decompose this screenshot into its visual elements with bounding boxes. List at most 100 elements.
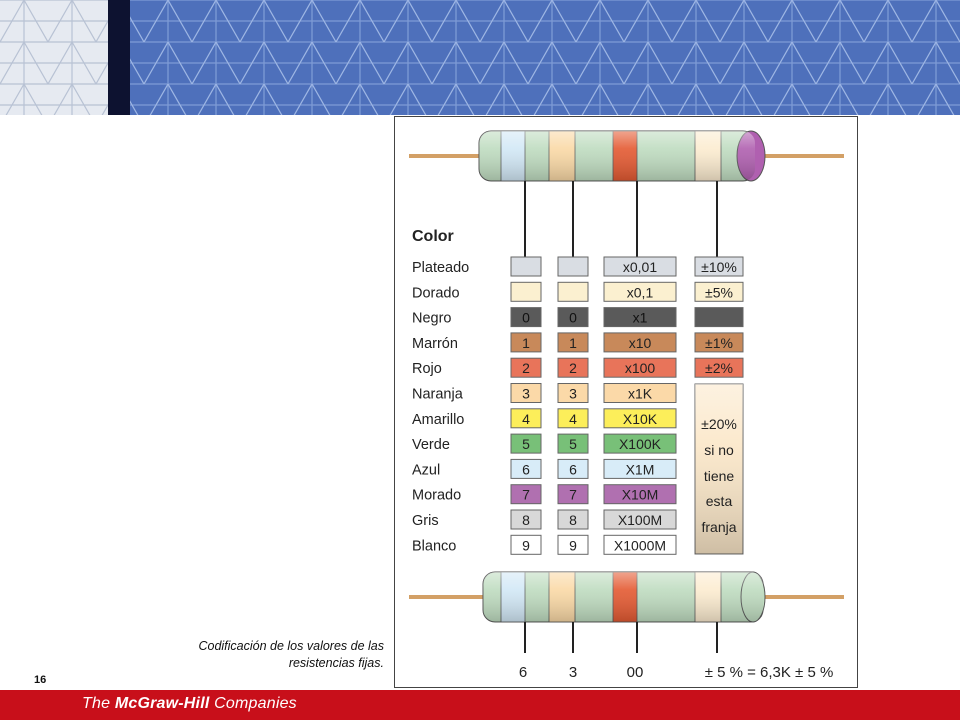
digit-1-box-label: 2: [522, 360, 530, 376]
no-band-tolerance-box: ±20% si no tiene esta franja: [694, 383, 744, 555]
digit-2-box-label: 1: [569, 335, 577, 351]
digit-1-box-label: 5: [522, 436, 530, 452]
multiplier-box: [603, 484, 677, 505]
digit-2-box: [557, 534, 589, 555]
multiplier-box: [603, 256, 677, 277]
digit-1-box-label: 0: [522, 310, 530, 326]
digit-1-box: [510, 256, 542, 277]
digit-1-box-label: 6: [522, 461, 530, 477]
tolerance-box: [694, 357, 744, 378]
no-band-line: tiene: [704, 468, 735, 484]
tolerance-box: [694, 281, 744, 302]
color-name: Verde: [412, 437, 450, 453]
color-name: Azul: [412, 462, 440, 478]
multiplier-box-label: x10: [629, 335, 652, 351]
color-name: Marrón: [412, 336, 458, 352]
digit-1-box-label: 7: [522, 487, 530, 503]
digit-1-box: [510, 281, 542, 302]
digit-2-box: [557, 357, 589, 378]
digit-2-box-label: 5: [569, 436, 577, 452]
color-name: Negro: [412, 311, 452, 327]
color-header: Color: [412, 228, 454, 245]
multiplier-box-label: X100K: [619, 436, 662, 452]
multiplier-box: [603, 509, 677, 530]
multiplier-box-label: X10K: [623, 411, 658, 427]
example-result: ± 5 % = 6,3K ± 5 %: [705, 664, 834, 681]
multiplier-box-label: x1: [633, 310, 648, 326]
logo-suffix: Companies: [209, 695, 297, 712]
logo-prefix: The: [82, 695, 115, 712]
tolerance-box-label: ±5%: [705, 284, 733, 300]
digit-2-box-label: 4: [569, 411, 577, 427]
digit-2-box: [557, 433, 589, 454]
multiplier-box: [603, 408, 677, 429]
color-name: Morado: [412, 488, 461, 504]
multiplier-box-label: X1000M: [614, 537, 666, 553]
color-name: Dorado: [412, 285, 460, 301]
digit-1-box: [510, 509, 542, 530]
tolerance-box-label: ±1%: [705, 335, 733, 351]
no-band-line: ±20%: [701, 416, 737, 432]
multiplier-box-label: x0,01: [623, 259, 657, 275]
multiplier-box: [603, 534, 677, 555]
example-multiplier: 00: [627, 664, 644, 681]
color-name: Gris: [412, 513, 439, 529]
digit-2-box: [557, 458, 589, 479]
example-digit-2: 3: [569, 664, 577, 681]
digit-1-box: [510, 484, 542, 505]
digit-1-box: [510, 383, 542, 403]
tolerance-box: [694, 256, 744, 277]
digit-1-box: [510, 307, 542, 328]
digit-1-box: [510, 408, 542, 429]
digit-1-box: [510, 332, 542, 353]
digit-1-box-label: 1: [522, 335, 530, 351]
tolerance-box: [694, 332, 744, 353]
no-band-line: si no: [704, 442, 734, 458]
digit-2-box-label: 6: [569, 461, 577, 477]
bottom-resistor-illustration: 6 3 00 ± 5 % = 6,3K ± 5 %: [409, 571, 844, 681]
digit-2-box: [557, 484, 589, 505]
digit-2-box-label: 7: [569, 487, 577, 503]
multiplier-box-label: x0,1: [627, 284, 654, 300]
color-name: Blanco: [412, 538, 456, 554]
multiplier-box-label: X1M: [626, 461, 655, 477]
digit-1-box: [510, 357, 542, 378]
digit-2-box: [557, 256, 589, 277]
tolerance-box: [694, 307, 744, 328]
logo-brand: McGraw-Hill: [114, 695, 210, 712]
digit-2-box: [557, 383, 589, 403]
digit-2-box-label: 2: [569, 360, 577, 376]
multiplier-box-label: x1K: [628, 386, 653, 402]
digit-2-box-label: 9: [569, 537, 577, 553]
digit-1-box-label: 9: [522, 537, 530, 553]
multiplier-box: [603, 307, 677, 328]
digit-2-box: [557, 509, 589, 530]
multiplier-box-label: x100: [625, 360, 656, 376]
digit-1-box-label: 8: [522, 512, 530, 528]
top-resistor-illustration: [409, 130, 844, 257]
digit-2-box: [557, 281, 589, 302]
multiplier-box: [603, 433, 677, 454]
digit-1-box-label: 3: [522, 386, 530, 402]
no-band-line: franja: [701, 519, 736, 535]
multiplier-box: [603, 357, 677, 378]
color-name: Rojo: [412, 361, 442, 377]
figure-caption: Codificación de los valores de las resis…: [198, 639, 384, 670]
page-number: 16: [34, 674, 47, 686]
tolerance-box-label: ±10%: [701, 259, 737, 275]
color-name: Naranja: [412, 387, 464, 403]
digit-1-box-label: 4: [522, 411, 530, 427]
footer-bar: The McGraw-Hill Companies: [0, 690, 960, 720]
example-digit-1: 6: [519, 664, 527, 681]
no-band-line: esta: [706, 493, 733, 509]
header-banner: [0, 0, 960, 115]
color-name: Amarillo: [412, 412, 464, 428]
publisher-logo: The McGraw-Hill Companies: [82, 695, 297, 713]
tolerance-box-label: ±2%: [705, 360, 733, 376]
multiplier-box: [603, 383, 677, 403]
multiplier-box: [603, 281, 677, 302]
digit-2-box: [557, 408, 589, 429]
digit-1-box: [510, 458, 542, 479]
